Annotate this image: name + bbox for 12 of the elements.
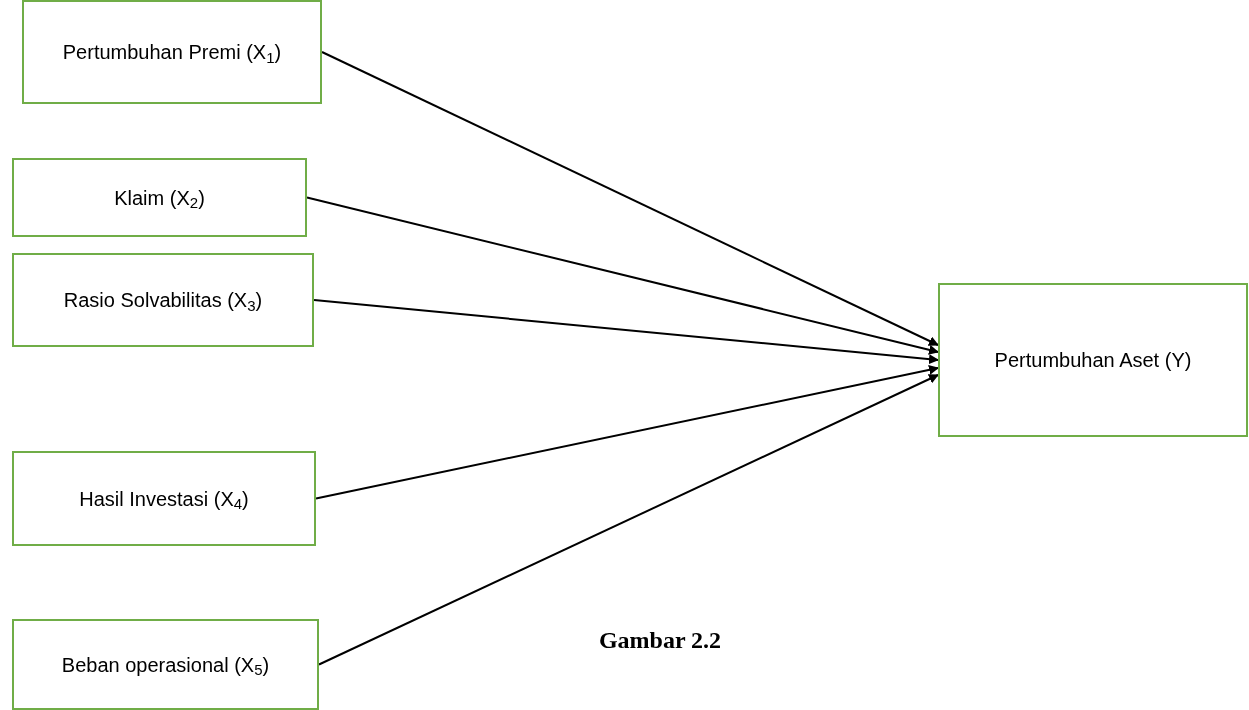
arrow — [321, 51, 939, 346]
figure-caption: Gambar 2.2 — [597, 626, 723, 655]
variable-box: Pertumbuhan Premi (X$_{1}$) — [22, 0, 322, 104]
arrow — [315, 364, 939, 500]
variable-box: Pertumbuhan Aset (Y) — [938, 283, 1248, 437]
variable-box: Klaim (X$_{2}$) — [12, 158, 307, 237]
variable-box: Beban operasional (X$_{5}$) — [12, 619, 319, 710]
arrow — [318, 374, 939, 666]
variable-box: Rasio Solvabilitas (X$_{3}$) — [12, 253, 314, 347]
arrow — [313, 299, 939, 365]
arrow — [306, 196, 939, 355]
variable-box: Hasil Investasi (X$_{4}$) — [12, 451, 316, 546]
